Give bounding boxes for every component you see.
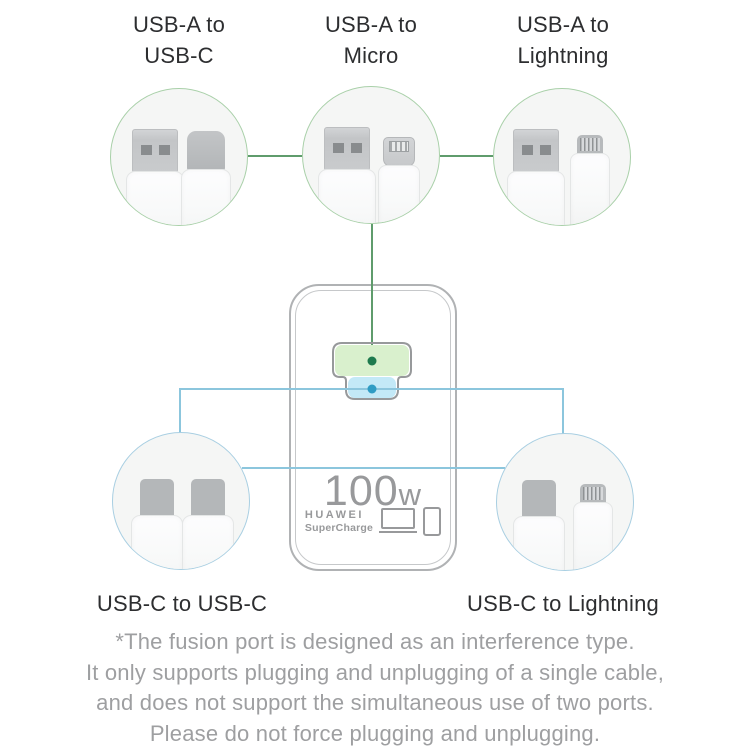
usb-a-tip [132, 129, 178, 173]
usb-a-connector [506, 89, 566, 225]
note-line: It only supports plugging and unplugging… [85, 659, 665, 685]
bubble-usba-usbc [110, 88, 248, 226]
usb-a-tip [513, 129, 559, 173]
usb-c-tip [187, 131, 225, 171]
usb-a-pin [141, 145, 152, 155]
phone-icon [423, 507, 442, 536]
label-usba-to-micro: USB-A to Micro [261, 9, 481, 71]
wattage-text: 100w [291, 470, 455, 513]
label-usba-to-usbc: USB-A to USB-C [69, 9, 289, 71]
label-line: USB-A to [516, 12, 610, 37]
connector-body [131, 515, 183, 569]
usb-a-tip [324, 127, 370, 171]
lightning-tip [580, 484, 606, 504]
label-line: USB-C [144, 43, 214, 68]
usb-a-pin [333, 143, 344, 153]
connector-body [318, 169, 376, 223]
usb-c-connector [176, 89, 236, 225]
usb-c-connector [509, 434, 569, 570]
brand-text: HUAWEI SuperCharge [304, 508, 374, 534]
label-line: Lightning [517, 43, 609, 68]
connector-body [378, 165, 420, 223]
connector-body [126, 171, 184, 225]
brand-row: HUAWEI SuperCharge [291, 507, 455, 536]
usb-c-tip [522, 480, 556, 518]
connector-body [507, 171, 565, 225]
usb-a-pin [159, 145, 170, 155]
label-usba-to-lightning: USB-A to Lightning [453, 9, 673, 71]
bubble-usbc-lightning [496, 433, 634, 571]
usb-c-tip [140, 479, 174, 517]
usb-a-connector [317, 87, 377, 223]
usb-a-pin [351, 143, 362, 153]
note-line: *The fusion port is designed as an inter… [115, 629, 635, 654]
brand-name: HUAWEI [304, 508, 364, 521]
bubble-usbc-usbc [112, 432, 250, 570]
usb-c-connector [127, 433, 187, 569]
connector-body [182, 515, 234, 569]
disclaimer-note: *The fusion port is designed as an inter… [0, 627, 750, 749]
connector-body [570, 153, 610, 225]
charger-inner-outline [295, 290, 451, 565]
lightning-tip [577, 135, 603, 155]
usb-c-connector [178, 433, 238, 569]
charger-body: 100w HUAWEI SuperCharge [289, 284, 457, 571]
connector-body [513, 516, 565, 570]
micro-usb-connector [369, 87, 429, 223]
label-line: Micro [343, 43, 399, 68]
wattage-number: 100 [323, 467, 399, 515]
usb-a-pin [540, 145, 551, 155]
bubble-usba-micro [302, 86, 440, 224]
wattage-unit: w [398, 477, 423, 512]
lightning-connector [563, 434, 623, 570]
lightning-connector [560, 89, 620, 225]
micro-usb-pins [389, 141, 409, 152]
laptop-icon [379, 508, 418, 533]
bubble-usba-lightning [493, 88, 631, 226]
usb-a-connector [125, 89, 185, 225]
note-line: Please do not force plugging and unplugg… [149, 720, 601, 746]
usb-c-tip [191, 479, 225, 517]
connector-body [181, 169, 231, 225]
note-line: and does not support the simultaneous us… [96, 690, 654, 715]
label-line: USB-A to [132, 12, 226, 37]
usb-a-pin [522, 145, 533, 155]
label-usbc-to-usbc: USB-C to USB-C [96, 591, 268, 616]
label-usbc-to-lightning: USB-C to Lightning [467, 591, 659, 616]
connector-body [573, 502, 613, 570]
label-line: USB-A to [324, 12, 418, 37]
brand-subname: SuperCharge [304, 521, 374, 534]
